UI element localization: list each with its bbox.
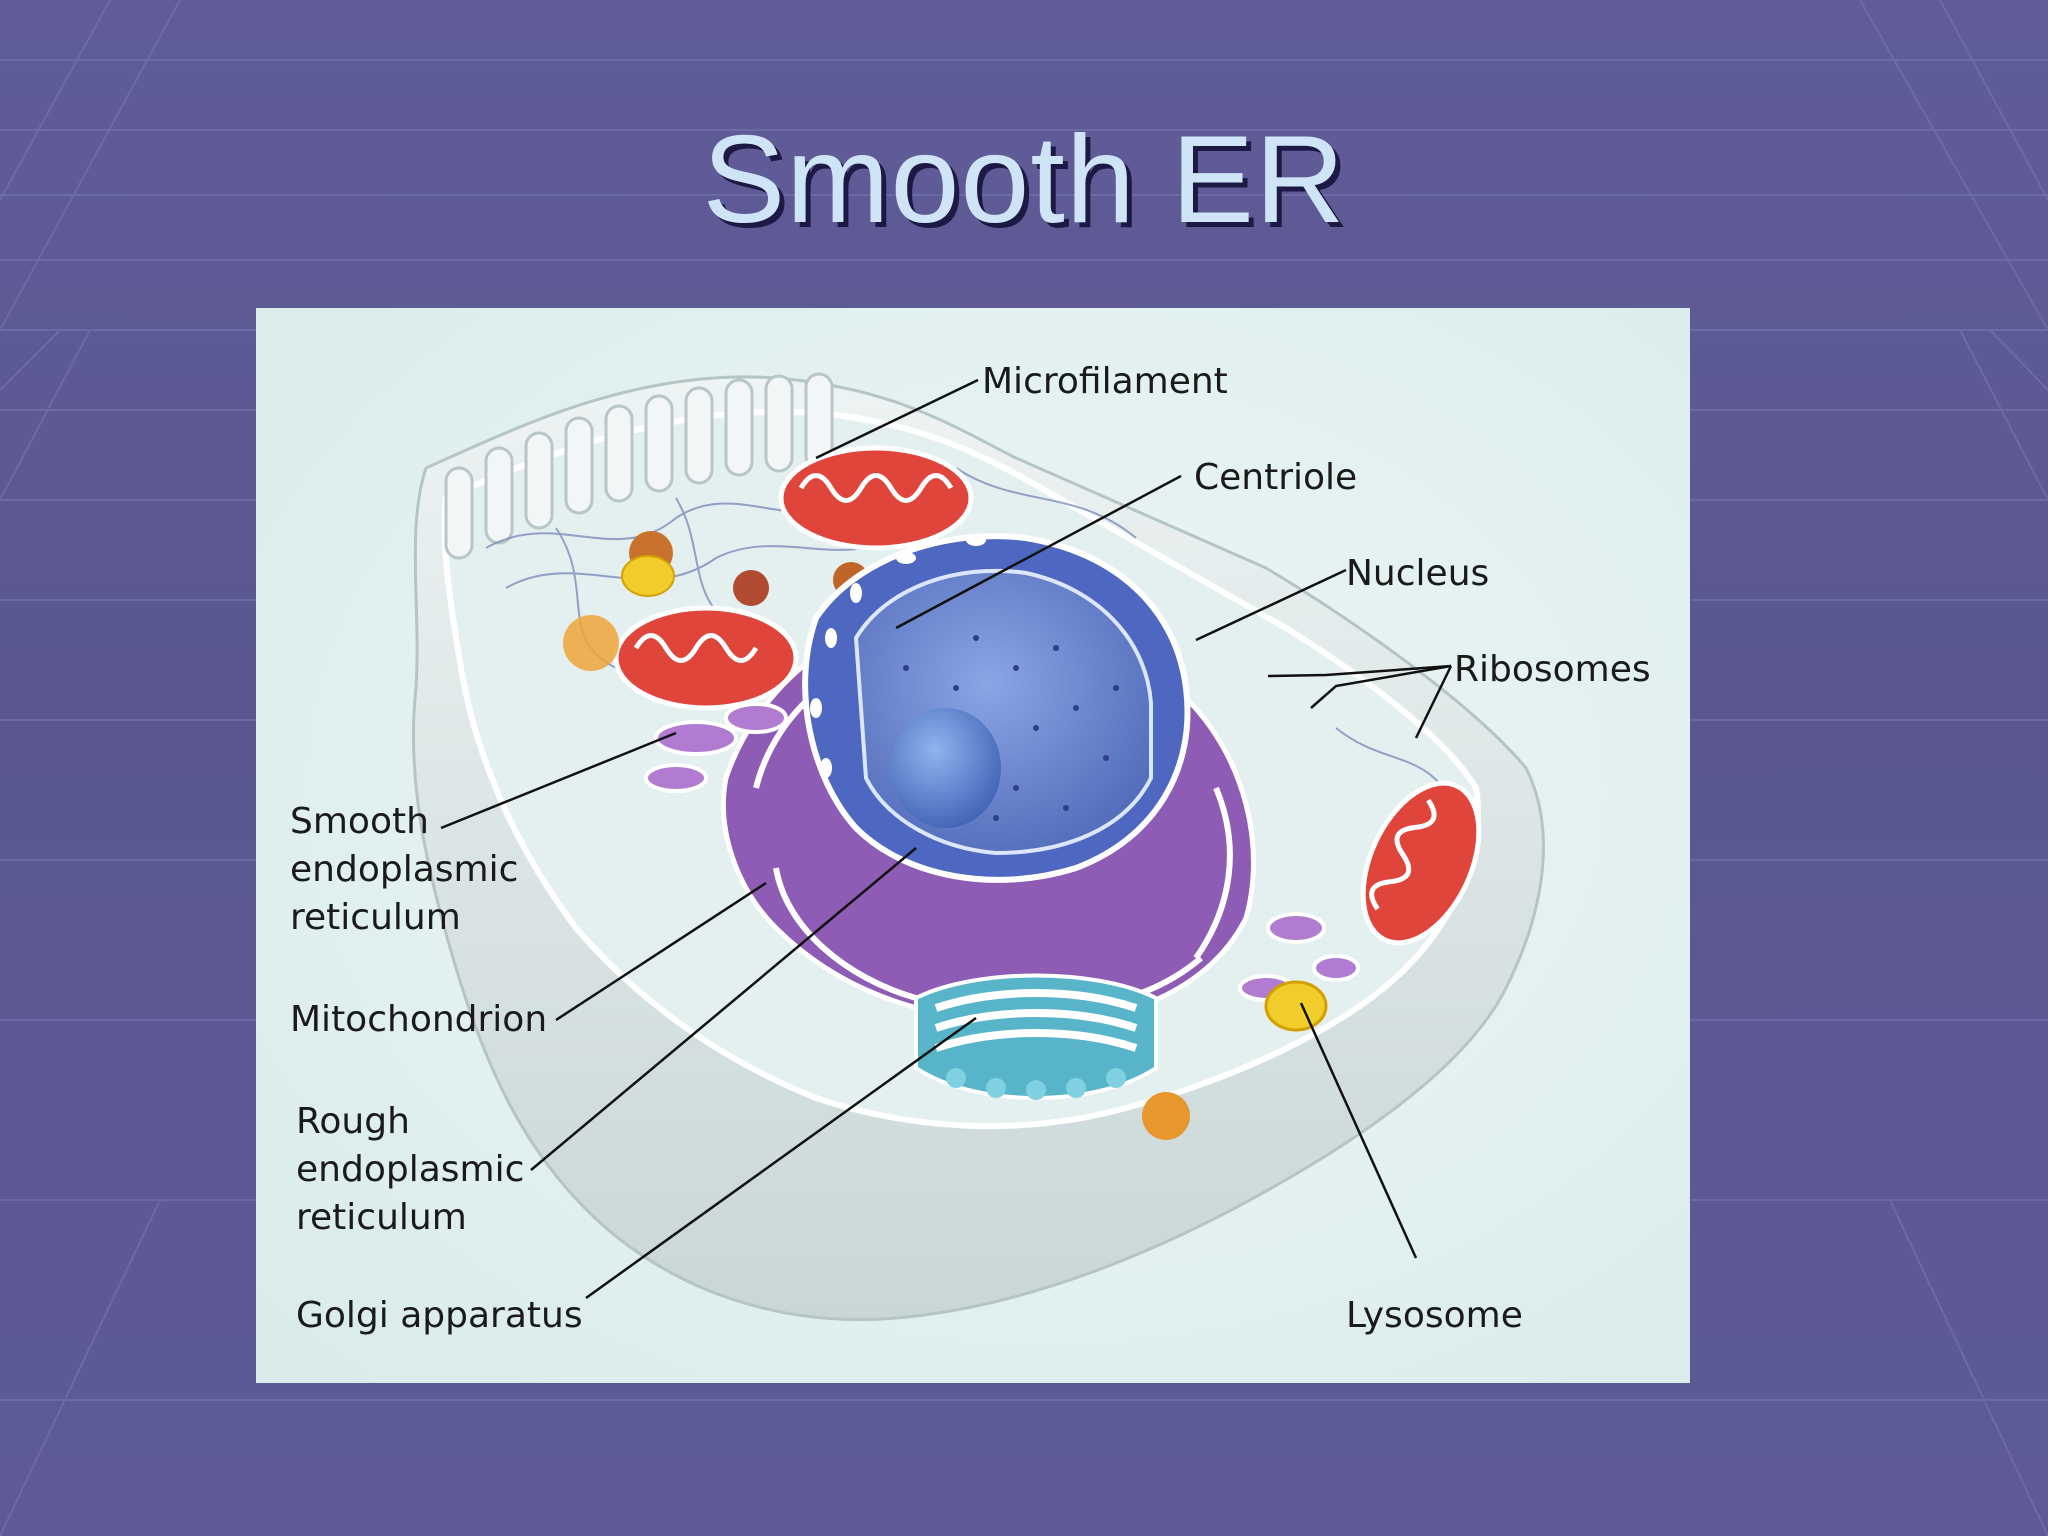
label-centriole: Centriole bbox=[1194, 457, 1358, 498]
mitochondrion-1 bbox=[778, 445, 974, 551]
label-smooth-er-line-1: Smooth bbox=[290, 801, 429, 842]
label-golgi-apparatus: Golgi apparatus bbox=[296, 1295, 583, 1336]
vesicle bbox=[733, 570, 769, 606]
leader-lines bbox=[440, 378, 1453, 1300]
nucleolus bbox=[891, 708, 1001, 828]
label-microfilament: Microfilament bbox=[982, 361, 1228, 402]
mitochondrion-2 bbox=[613, 605, 799, 711]
label-ribosomes: Ribosomes bbox=[1454, 649, 1651, 690]
smooth-er bbox=[644, 702, 1360, 1002]
slide-title: Smooth ER bbox=[702, 111, 1346, 249]
label-rough-er: Rough endoplasmic reticulum bbox=[296, 1098, 524, 1242]
lysosome bbox=[1264, 980, 1328, 1032]
cell-diagram: Microfilament Centriole Nucleus Ribosome… bbox=[256, 308, 1690, 1383]
label-nucleus: Nucleus bbox=[1346, 553, 1490, 594]
nucleus-cutaway bbox=[853, 568, 1153, 856]
cell-illustration bbox=[256, 308, 1690, 1383]
label-smooth-er-line-3: reticulum bbox=[290, 897, 461, 938]
label-mitochondrion: Mitochondrion bbox=[290, 999, 548, 1040]
vesicle bbox=[563, 615, 619, 671]
label-lysosome: Lysosome bbox=[1346, 1295, 1523, 1336]
microvilli bbox=[444, 372, 834, 560]
label-rough-er-line-2: endoplasmic bbox=[296, 1149, 525, 1190]
label-smooth-er: Smooth endoplasmic reticulum bbox=[290, 798, 518, 942]
golgi-apparatus bbox=[914, 973, 1158, 1100]
chromatin-dots bbox=[903, 635, 1119, 821]
lysosome-small bbox=[621, 555, 675, 597]
label-rough-er-line-3: reticulum bbox=[296, 1197, 467, 1238]
label-smooth-er-line-2: endoplasmic bbox=[290, 849, 519, 890]
mitochondrion-4 bbox=[1360, 780, 1482, 946]
label-rough-er-line-1: Rough bbox=[296, 1101, 410, 1142]
vesicle bbox=[1142, 1092, 1190, 1140]
nuclear-pores bbox=[810, 534, 986, 778]
